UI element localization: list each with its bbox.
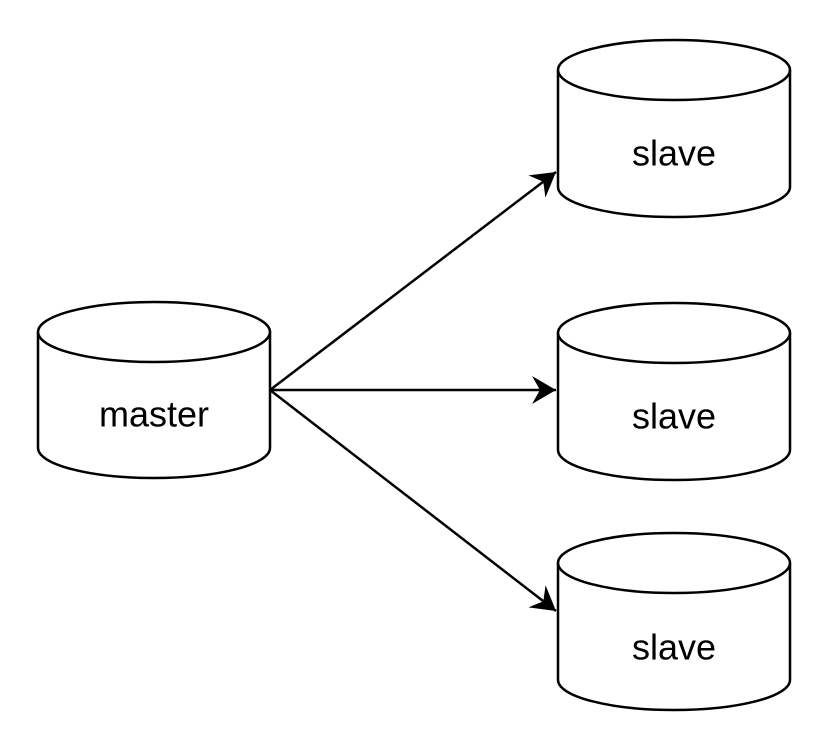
cylinder-body bbox=[36, 332, 272, 480]
cylinder-body bbox=[556, 333, 792, 482]
node-master-label: master bbox=[99, 394, 209, 435]
node-master: master bbox=[36, 300, 272, 480]
node-slave-1-label: slave bbox=[632, 133, 716, 174]
edge-master-to-slave-3 bbox=[269, 389, 557, 612]
cylinder-top bbox=[36, 300, 272, 364]
edge-master-to-slave-1 bbox=[269, 171, 557, 391]
node-slave-2: slave bbox=[556, 301, 792, 482]
cylinder-top bbox=[556, 38, 792, 102]
cylinder-top bbox=[556, 301, 792, 365]
cylinder-body bbox=[556, 563, 792, 712]
node-slave-2-label: slave bbox=[632, 396, 716, 437]
node-slave-3: slave bbox=[556, 531, 792, 712]
cylinder-top bbox=[556, 531, 792, 595]
cylinder-body bbox=[556, 70, 792, 219]
node-slave-3-label: slave bbox=[632, 627, 716, 668]
node-slave-1: slave bbox=[556, 38, 792, 219]
edges bbox=[269, 171, 557, 612]
